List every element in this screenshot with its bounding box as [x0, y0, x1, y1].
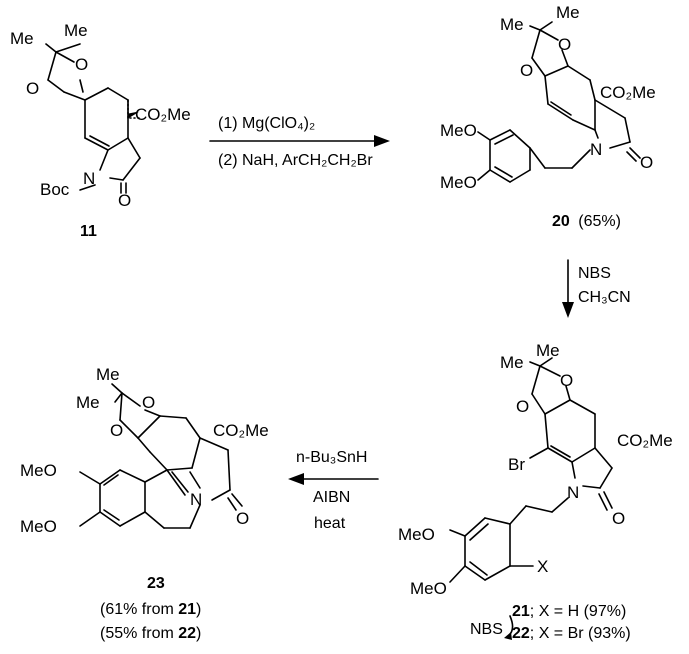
compound-23-methyl-2: Me [76, 393, 100, 412]
compound-11-oxygen-1: O [75, 55, 88, 74]
compound-11-stereo-wedge [127, 111, 139, 119]
arrow-step-2: NBS CH₃CN [562, 259, 631, 318]
compound-21-22-nitrogen: N [567, 483, 579, 502]
compound-23-yield-2-suffix: ) [196, 625, 201, 642]
compound-23-methoxy-1: MeO [20, 461, 57, 480]
compound-23-oxygen-2: O [110, 421, 123, 440]
compound-20-methoxy-1: MeO [440, 121, 477, 140]
compound-22-description: ; X = Br (93%) [530, 625, 631, 642]
compound-21-22-methyl-1: Me [500, 353, 524, 372]
compound-21-22-methoxy-1: MeO [398, 525, 435, 544]
arrow-step-2-reagent-1: NBS [578, 265, 611, 282]
compound-11-boc: Boc [40, 180, 70, 199]
compound-21-22-substituent-x: X [537, 557, 548, 576]
compound-23-carbonyl-oxygen: O [236, 509, 249, 528]
compound-23-nitrogen: N [190, 490, 202, 509]
compound-11-nitrogen: N [83, 169, 95, 188]
compound-20-bonds [477, 21, 641, 183]
compound-23-oxygen-1: O [142, 393, 155, 412]
compound-21-22-bonds [449, 357, 613, 583]
compound-21-22-oxygen-2: O [516, 397, 529, 416]
compound-20-number: 20 [552, 213, 570, 230]
compound-23-ester: CO₂Me [213, 421, 269, 440]
compound-21-22-bromine: Br [508, 455, 525, 474]
compound-21-22-methyl-2: Me [536, 341, 560, 360]
compound-20: Me Me O O CO₂Me N O MeO MeO 20 (65%) [440, 3, 656, 230]
compound-20-nitrogen: N [590, 140, 602, 159]
compound-23: Me Me O O CO₂Me N O MeO MeO 23 (61% from… [20, 365, 269, 642]
nbs-curved-arrow-head [504, 632, 512, 640]
compound-21-22-ester: CO₂Me [617, 431, 673, 450]
arrow-step-2-head [562, 302, 574, 318]
compound-20-methoxy-2: MeO [440, 173, 477, 192]
compound-23-methoxy-2: MeO [20, 517, 57, 536]
compound-20-yield: (65%) [578, 213, 621, 230]
arrow-step-3-reagent-3: heat [314, 515, 346, 532]
compound-23-bonds [79, 383, 243, 529]
compound-20-ester: CO₂Me [600, 83, 656, 102]
arrow-step-3-reagent-2: AIBN [313, 489, 350, 506]
arrow-step-3-head [288, 473, 304, 485]
compound-11-number: 11 [80, 223, 97, 240]
compound-23-methyl-1: Me [96, 365, 120, 384]
arrow-step-2-reagent-2: CH₃CN [578, 289, 631, 306]
compound-20-label: 20 (65%) [552, 213, 621, 230]
compound-21-label: 21; X = H (97%) [512, 603, 626, 620]
compound-21-number: 21 [512, 603, 530, 620]
compound-22-number: 22 [512, 625, 530, 642]
compound-11-methyl-2: Me [64, 21, 88, 40]
nbs-curved-arrow-label: NBS [470, 621, 503, 638]
compound-21-description: ; X = H (97%) [530, 603, 626, 620]
arrow-step-1-reagent-1: (1) Mg(ClO₄)₂ [218, 115, 315, 132]
compound-11: Me Me O O CO₂Me N O Boc 11 [10, 21, 191, 240]
compound-21-22-methoxy-2: MeO [410, 579, 447, 598]
compound-23-yield-1-prefix: (61% from [100, 601, 178, 618]
compound-23-yield-2: (55% from 22) [100, 625, 201, 642]
compound-23-yield-1: (61% from 21) [100, 601, 201, 618]
arrow-step-3-reagent-1: n-Bu₃SnH [296, 449, 367, 466]
compound-21-22-carbonyl-oxygen: O [612, 509, 625, 528]
compound-23-yield-1-ref: 21 [178, 601, 196, 618]
compound-20-oxygen-1: O [558, 35, 571, 54]
arrow-step-1-reagent-2: (2) NaH, ArCH₂CH₂Br [218, 152, 373, 169]
compound-11-methyl-1: Me [10, 29, 34, 48]
compound-23-yield-1-suffix: ) [196, 601, 201, 618]
compound-11-ester: CO₂Me [135, 105, 191, 124]
compound-11-carbonyl-oxygen: O [118, 191, 131, 210]
compound-22-label: 22; X = Br (93%) [512, 625, 631, 642]
compound-21-22: Me Me O O CO₂Me Br N O MeO MeO X 21; X =… [398, 341, 673, 642]
compound-20-carbonyl-oxygen: O [640, 153, 653, 172]
compound-23-yield-2-prefix: (55% from [100, 625, 178, 642]
arrow-step-3: n-Bu₃SnH AIBN heat [288, 449, 379, 532]
compound-20-oxygen-2: O [520, 61, 533, 80]
compound-23-yield-2-ref: 22 [178, 625, 196, 642]
compound-11-bonds [45, 43, 141, 194]
compound-21-22-oxygen-1: O [560, 371, 573, 390]
compound-11-oxygen-2: O [26, 79, 39, 98]
compound-20-methyl-2: Me [556, 3, 580, 22]
arrow-step-1-head [374, 135, 390, 147]
compound-20-methyl-1: Me [500, 15, 524, 34]
compound-23-number: 23 [147, 575, 165, 592]
arrow-step-1: (1) Mg(ClO₄)₂ (2) NaH, ArCH₂CH₂Br [209, 115, 390, 169]
